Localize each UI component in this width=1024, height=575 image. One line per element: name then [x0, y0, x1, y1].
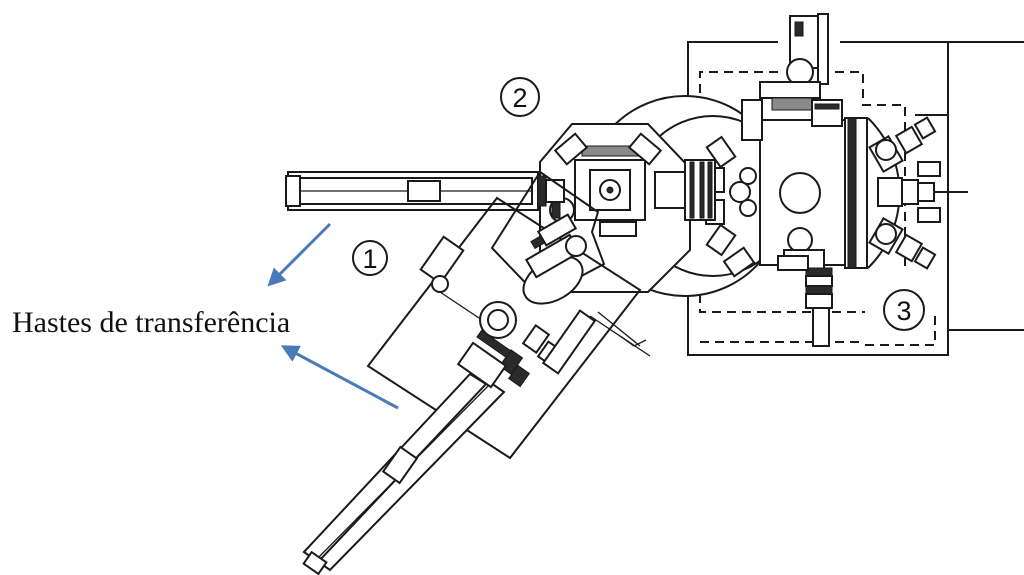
transfer-rods-label: Hastes de transferência [12, 306, 290, 339]
chamber-1-box [366, 170, 651, 460]
marker-chamber-1: 1 [352, 240, 388, 276]
chamber-3-sources [867, 116, 968, 270]
transfer-rod-diagonal [302, 329, 512, 575]
marker-text-2: 2 [512, 83, 527, 113]
arrow-to-horizontal-rod [267, 222, 332, 287]
marker-chamber-2: 2 [500, 77, 540, 117]
transfer-rod-horizontal [285, 171, 565, 211]
marker-text-1: 1 [362, 244, 377, 274]
marker-text-3: 3 [896, 296, 911, 326]
marker-chamber-3: 3 [883, 289, 925, 331]
arrow-to-diagonal-rod [280, 345, 399, 410]
